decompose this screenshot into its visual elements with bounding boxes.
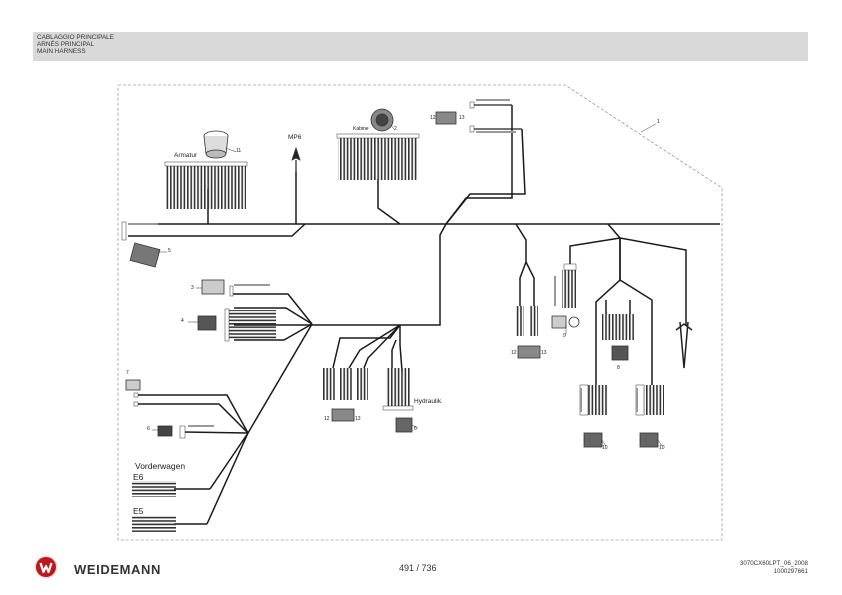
brand-name: WEIDEMANN: [74, 562, 162, 577]
label-kabine: Kabine: [353, 126, 369, 132]
item-number: 1: [657, 119, 660, 125]
item-number: 3: [191, 285, 194, 291]
kabine-connector-comb: [338, 138, 418, 180]
connector-8: [611, 345, 629, 361]
vorderwagen-e5-comb: [132, 516, 176, 532]
item-number: 11: [236, 148, 242, 154]
connector-7: [125, 379, 141, 391]
item-number: 10: [659, 445, 665, 451]
hydraulik-connector-6: [395, 417, 413, 433]
label-e5: E5: [133, 506, 144, 516]
item-number: 5: [168, 248, 171, 254]
item-number: 12: [324, 416, 330, 422]
item-number: 10: [602, 445, 608, 451]
item-number: 13: [355, 416, 361, 422]
item-number: 12: [430, 115, 436, 121]
item-number: 13: [459, 115, 465, 121]
mp6-test-point: [291, 146, 301, 161]
harness-trunks: [128, 105, 720, 525]
plug-set-12-13: [435, 111, 457, 125]
armatur-connector-comb: [166, 166, 246, 209]
header-title-es: ARNÉS PRINCIPAL: [37, 41, 95, 48]
connector-10-left: [583, 432, 603, 448]
item-number: 9: [563, 333, 566, 339]
fork-terminal: [675, 321, 693, 369]
document-code: 3070CX60LPT_06_2008: [739, 560, 808, 567]
assembly-boundary: [117, 84, 723, 541]
label-mp6: MP6: [288, 134, 302, 141]
connector-10-right: [639, 432, 659, 448]
document-id: 3070CX60LPT_06_2008 1000297661: [740, 560, 808, 575]
item-number: 2: [394, 126, 397, 132]
item-number: 7: [126, 370, 129, 376]
sensor-6: [157, 425, 173, 437]
item-number: 13: [541, 350, 547, 356]
label-e6: E6: [133, 472, 144, 482]
item-number: 6: [147, 426, 150, 432]
connector-9: [551, 315, 567, 329]
item-number: 8: [617, 365, 620, 371]
label-vorderwagen: Vorderwagen: [135, 461, 186, 471]
item-number: 6: [414, 426, 417, 432]
weidemann-logo-icon: [34, 555, 58, 579]
connector-3: [201, 279, 225, 295]
component-illustrations: [125, 108, 693, 448]
document-number: 1000297661: [773, 567, 808, 575]
connector-4: [197, 315, 217, 331]
header-title-it: CABLAGGIO PRINCIPALE: [37, 34, 114, 41]
vorderwagen-e6-comb: [132, 481, 176, 497]
connector-combs: [164, 133, 664, 416]
connector-combs-horizontal: [121, 101, 522, 532]
label-hydraulik: Hydraulik: [414, 398, 442, 405]
item-number: 4: [181, 318, 184, 324]
hydraulik-connector-comb: [386, 368, 410, 408]
label-armatur: Armatur: [174, 152, 198, 159]
item-number: 12: [511, 350, 517, 356]
relay-module-5: [129, 242, 161, 268]
page-number: 491 / 736: [399, 563, 437, 573]
header-bar: CABLAGGIO PRINCIPALE ARNÉS PRINCIPAL MAI…: [33, 32, 808, 61]
header-title-en: MAIN HARNESS: [37, 48, 86, 55]
